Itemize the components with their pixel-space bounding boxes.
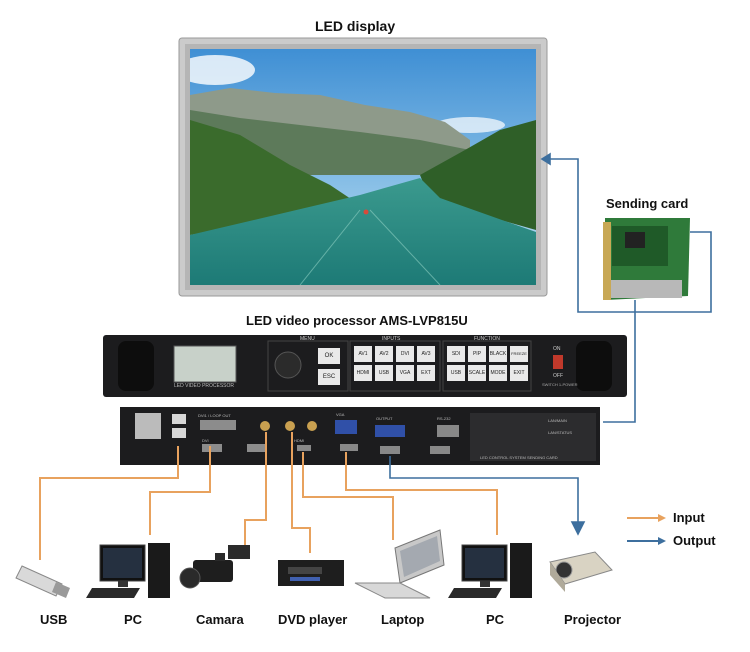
- function-pip-button[interactable]: PIP: [468, 346, 486, 362]
- function-freeze-button[interactable]: FREEZE: [510, 346, 528, 362]
- function-scale-button[interactable]: SCALE: [468, 365, 486, 381]
- sending-card-label: Sending card: [606, 196, 689, 211]
- legend-input-arrow: [627, 514, 666, 522]
- input-dvi-button[interactable]: DVI: [396, 346, 414, 362]
- camera-device: [179, 545, 250, 589]
- rear-label-lan-main: LAN/MAIN: [548, 418, 567, 423]
- rear-label-dvi: DVI: [202, 438, 209, 443]
- menu-label: MENU: [300, 336, 315, 342]
- display-title: LED display: [315, 18, 396, 34]
- input-wires: [39, 432, 498, 560]
- processor-rear: [120, 407, 600, 465]
- input-usb-button[interactable]: USB: [375, 365, 393, 381]
- rear-label-sending-card: LED CONTROL SYSTEM SENDING CARD: [480, 455, 558, 460]
- function-label: FUNCTION: [474, 336, 500, 342]
- menu-ok-button[interactable]: OK: [318, 348, 340, 364]
- menu-esc-button[interactable]: ESC: [318, 369, 340, 385]
- power-switch-label: SWITCH 1-POWER: [542, 382, 578, 387]
- input-ext-button[interactable]: EXT: [417, 365, 435, 381]
- function-exit-button[interactable]: EXIT: [510, 365, 528, 381]
- input-av1-button[interactable]: AV1: [354, 346, 372, 362]
- function-sdi-button[interactable]: SDI: [447, 346, 465, 362]
- rear-label-vga: VGA: [336, 412, 345, 417]
- menu-button-group: OK ESC: [318, 348, 340, 385]
- input-vga-button[interactable]: VGA: [396, 365, 414, 381]
- input-button-grid: AV1 AV2 DVI AV3 HDMI USB VGA EXT: [354, 346, 438, 381]
- device-label-pc-1: PC: [124, 612, 143, 627]
- dvd-player-device: [278, 560, 344, 586]
- sending-card-board: [603, 218, 690, 300]
- projector-device: [549, 551, 613, 592]
- power-on-label: ON: [553, 346, 561, 352]
- device-label-pc-2: PC: [486, 612, 505, 627]
- rear-label-output: OUTPUT: [376, 416, 393, 421]
- pc-device-1: [86, 543, 170, 598]
- input-av2-button[interactable]: AV2: [375, 346, 393, 362]
- inputs-label: INPUTS: [382, 336, 401, 342]
- device-label-camera: Camara: [196, 612, 244, 627]
- laptop-device: [354, 529, 445, 599]
- device-label-projector: Projector: [564, 612, 622, 627]
- usb-device: [15, 565, 70, 598]
- output-wires: [389, 152, 712, 536]
- input-hdmi-button[interactable]: HDMI: [354, 365, 372, 381]
- device-label-dvd-player: DVD player: [278, 612, 348, 627]
- rear-label-rs232: RS-232: [437, 416, 451, 421]
- input-av3-button[interactable]: AV3: [417, 346, 435, 362]
- function-mode-button[interactable]: MODE: [489, 365, 507, 381]
- legend-output-label: Output: [673, 533, 716, 548]
- function-black-button[interactable]: BLACK: [489, 346, 507, 362]
- legend-input-label: Input: [673, 510, 705, 525]
- power-off-label: OFF: [553, 373, 563, 379]
- device-label-usb: USB: [40, 612, 68, 627]
- rear-label-dvi-loop: DVI1 / LOOP OUT: [198, 413, 231, 418]
- processor-title: LED video processor AMS-LVP815U: [246, 313, 468, 328]
- led-display-screen: [190, 49, 536, 285]
- legend-output-arrow: [627, 537, 666, 545]
- pc-device-2: [448, 543, 532, 598]
- rear-label-hdmi: HDMI: [294, 438, 305, 443]
- function-button-grid: SDI PIP BLACK FREEZE USB SCALE MODE EXIT: [447, 346, 531, 381]
- front-panel-label: LED VIDEO PROCESSOR: [174, 383, 235, 389]
- device-label-laptop: Laptop: [381, 612, 425, 627]
- power-switch[interactable]: [553, 355, 563, 369]
- rear-label-lan-status: LAN/STATUS: [548, 430, 573, 435]
- function-usb-button[interactable]: USB: [447, 365, 465, 381]
